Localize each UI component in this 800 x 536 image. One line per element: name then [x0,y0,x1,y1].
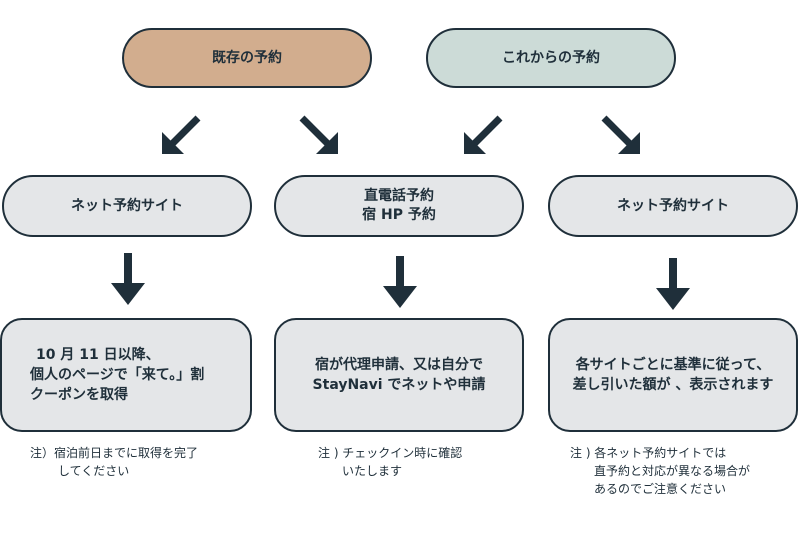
channel-left-pill: ネット予約サイト [2,175,252,237]
note-left-line1: 注）宿泊前日までに取得を完了 [30,446,199,460]
existing-reservation-label: 既存の予約 [212,49,282,66]
arrow-existing-to-left-icon [162,115,201,154]
action-left-line2: 個人のページで「来て。」割 [30,366,205,383]
existing-reservation-pill: 既存の予約 [122,28,372,88]
note-center-line2: いたします [342,464,403,478]
note-right: 注 ) 各ネット予約サイトでは 直予約と対応が異なる場合が あるのでご注意くださ… [570,444,750,498]
future-reservation-label: これからの予約 [502,49,600,66]
future-reservation-pill: これからの予約 [426,28,676,88]
note-center: 注 ) チェックイン時に確認 いたします [318,444,462,480]
action-left-box: 10 月 11 日以降、 個人のページで「来て。」割 クーポンを取得 [0,318,252,432]
arrow-down-center-icon [383,256,417,308]
arrow-existing-to-center-icon [299,115,338,154]
arrow-down-right-icon [656,258,690,310]
note-center-line1: 注 ) チェックイン時に確認 [318,446,463,460]
channel-right-label: ネット予約サイト [617,197,729,214]
note-right-line2: 直予約と対応が異なる場合が [594,464,751,478]
action-center-box: 宿が代理申請、又は自分で StayNavi でネットや申請 [274,318,524,432]
action-left-line1: 10 月 11 日以降、 [36,346,160,363]
action-center-line2: StayNavi でネットや申請 [312,377,486,393]
channel-right-pill: ネット予約サイト [548,175,798,237]
note-right-line3: あるのでご注意ください [594,482,727,496]
arrow-future-to-center-icon [464,115,503,154]
channel-center-line2: 宿 HP 予約 [362,207,436,223]
channel-center-line1: 直電話予約 [363,188,434,205]
channel-left-label: ネット予約サイト [71,197,183,214]
channel-center-pill: 直電話予約 宿 HP 予約 [274,175,524,237]
action-right-line1: 各サイトごとに基準に従って、 [575,356,771,373]
action-right-box: 各サイトごとに基準に従って、 差し引いた額が 、表示されます [548,318,798,432]
action-left-line3: クーポンを取得 [30,387,128,404]
note-left-line2: してください [58,464,130,478]
action-right-line2: 差し引いた額が 、表示されます [572,377,774,393]
note-left: 注）宿泊前日までに取得を完了 してください [30,444,198,480]
note-right-line1: 注 ) 各ネット予約サイトでは [570,446,727,460]
arrow-future-to-right-icon [601,115,640,154]
action-center-line1: 宿が代理申請、又は自分で [314,356,483,373]
arrow-down-left-icon [111,253,145,305]
